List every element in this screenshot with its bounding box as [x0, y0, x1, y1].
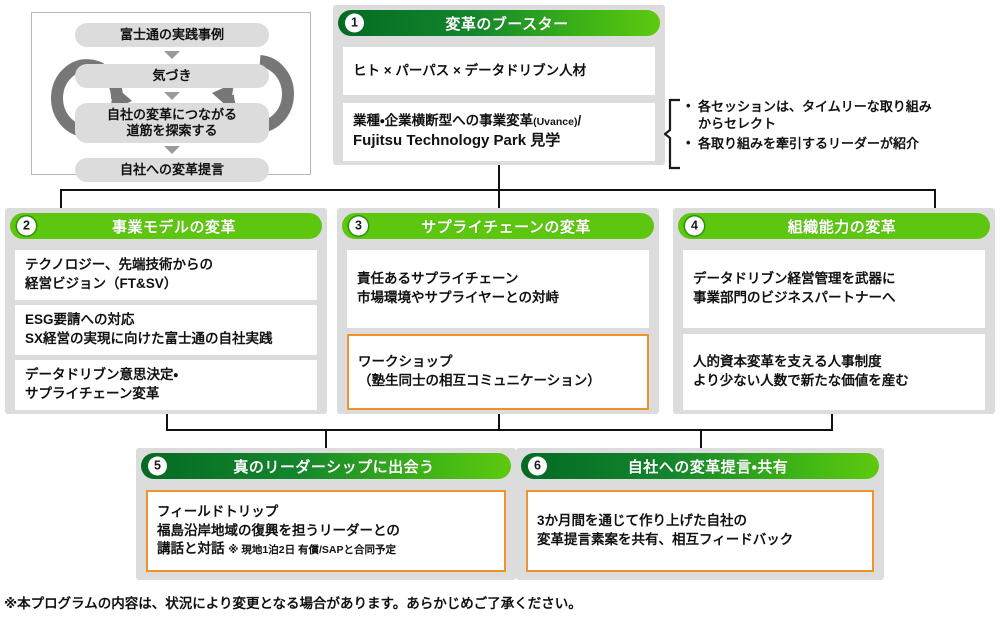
section-1-header: 1 変革のブースター: [338, 10, 660, 36]
cycle-step-2-label: 気づき: [152, 67, 192, 83]
section-3-card-1: 責任あるサプライチェーン 市場環境やサプライヤーとの対峙: [347, 250, 649, 328]
section-5-panel: 5 真のリーダーシップに出会う フィールドトリップ 福島沿岸地域の復興を担うリー…: [136, 448, 516, 580]
callout-bullet-1: 各セッションは、タイムリーな取り組み からセレクト: [686, 97, 996, 133]
connector-drop-to-section-3: [498, 189, 500, 210]
section-5-number-badge: 5: [148, 456, 167, 476]
section-4-card-2-line-2: より少ない人数で新たな価値を産む: [693, 373, 909, 388]
section-1-card-2-tail: /: [577, 113, 582, 129]
callout-bullet-1-line-1: 各セッションは、タイムリーな取り組み: [698, 99, 932, 114]
section-5-card-1-line-3-note: ※ 現地1泊2日 有償/SAPと合同予定: [228, 544, 396, 557]
section-4-panel: 4 組織能力の変革 データドリブン経営管理を武器に 事業部門のビジネスパートナー…: [673, 208, 995, 414]
cycle-step-3-label-line2: 道筋を探索する: [126, 123, 218, 138]
cycle-step-2: 気づき: [75, 64, 269, 88]
section-1-card-2: 業種・企業横断型への事業変革(Uvance)/ Fujitsu Technolo…: [343, 103, 655, 161]
section-4-card-1-line-2: 事業部門のビジネスパートナーへ: [693, 290, 896, 305]
connector-stem-from-section-4: [831, 414, 833, 430]
section-6-title: 自社への変革提言・共有: [627, 458, 789, 476]
section-4-number-badge: 4: [685, 216, 704, 236]
section-5-card-1-line-2: 福島沿岸地域の復興を担うリーダーとの: [157, 522, 400, 538]
section-2-number-badge: 2: [17, 216, 36, 236]
section-2-card-1-line-2: 経営ビジョン（FT&SV）: [25, 276, 178, 291]
cycle-arrow-head-right: [212, 83, 234, 109]
section-2-card-3-line-1: データドリブン意思決定・: [25, 367, 179, 383]
cycle-arrow-down-2: [164, 92, 180, 100]
section-3-title: サプライチェーンの変革: [421, 218, 591, 236]
section-2-card-1-line-1: テクノロジー、先端技術からの: [25, 257, 214, 273]
footer-note: ※本プログラムの内容は、状況により変更となる場合があります。あらかじめご了承くだ…: [4, 596, 582, 611]
section-1-card-1-line-1: ヒト × パーパス × データドリブン人材: [353, 62, 587, 78]
section-5-card-1: フィールドトリップ 福島沿岸地域の復興を担うリーダーとの 講話と対話 ※ 現地1…: [146, 490, 506, 572]
callout-bullet-list: 各セッションは、タイムリーな取り組み からセレクト 各取り組みを牽引するリーダー…: [686, 97, 996, 154]
section-3-card-2-line-1: ワークショップ: [358, 354, 453, 370]
callout-bullet-2-line-1: 各取り組みを牽引するリーダーが紹介: [698, 135, 920, 151]
section-1-card-2-line-2: Fujitsu Technology Park 見学: [353, 131, 561, 149]
section-4-card-2-line-1: 人的資本変革を支える人事制度: [693, 354, 882, 370]
section-1-card-2-main: 業種・企業横断型への事業変革: [353, 113, 534, 129]
connector-drop-to-section-4: [934, 189, 936, 210]
section-5-card-1-line-3: 講話と対話 ※ 現地1泊2日 有償/SAPと合同予定: [157, 540, 495, 559]
cycle-step-4: 自社への変革提言: [75, 158, 269, 182]
section-3-card-1-line-1: 責任あるサプライチェーン: [357, 271, 519, 287]
section-4-card-1-line-1: データドリブン経営管理を武器に: [693, 271, 896, 287]
section-1-card-1: ヒト × パーパス × データドリブン人材: [343, 47, 655, 95]
section-6-card-1: 3か月間を通じて作り上げた自社の 変革提言素案を共有、相互フィードバック: [526, 490, 874, 572]
section-2-card-2-line-2: SX経営の実現に向けた富士通の自社実践: [25, 331, 273, 346]
section-1-card-2-line-1: 業種・企業横断型への事業変革(Uvance)/: [353, 112, 645, 131]
cycle-step-4-label: 自社への変革提言: [119, 161, 224, 177]
cycle-step-3: 自社の変革につながる 道筋を探索する: [75, 103, 269, 143]
connector-drop-to-section-2: [60, 189, 62, 210]
section-3-number-badge: 3: [349, 216, 368, 236]
section-6-header: 6 自社への変革提言・共有: [521, 453, 879, 479]
section-4-title: 組織能力の変革: [787, 218, 897, 236]
section-3-card-1-line-2: 市場環境やサプライヤーとの対峙: [357, 290, 559, 305]
brace-icon: [664, 98, 680, 170]
section-6-number-badge: 6: [528, 456, 547, 476]
cycle-arrow-down-1: [164, 51, 180, 59]
section-3-panel: 3 サプライチェーンの変革 責任あるサプライチェーン 市場環境やサプライヤーとの…: [337, 208, 659, 414]
section-6-card-1-line-1: 3か月間を通じて作り上げた自社の: [537, 513, 748, 529]
section-4-card-2: 人的資本変革を支える人事制度 より少ない人数で新たな価値を産む: [683, 334, 985, 410]
connector-stem-from-section-1: [498, 165, 500, 190]
section-2-card-1: テクノロジー、先端技術からの 経営ビジョン（FT&SV）: [15, 250, 317, 300]
section-1-card-2-sup: (Uvance): [533, 116, 578, 129]
connector-bus-bottom: [166, 429, 833, 431]
section-1-title: 変革のブースター: [445, 15, 569, 33]
cycle-arrow-down-3: [164, 146, 180, 154]
section-2-card-2-line-1: ESG要請への対応: [25, 312, 135, 328]
section-6-card-1-line-2: 変革提言素案を共有、相互フィードバック: [537, 532, 794, 547]
section-4-header: 4 組織能力の変革: [678, 213, 990, 239]
connector-stem-from-section-2: [166, 414, 168, 430]
callout-bullet-1-line-2: からセレクト: [698, 116, 777, 132]
cycle-step-1: 富士通の実践事例: [75, 23, 269, 47]
section-5-card-1-line-1: フィールドトリップ: [157, 504, 279, 520]
section-5-header: 5 真のリーダーシップに出会う: [141, 453, 511, 479]
section-2-panel: 2 事業モデルの変革 テクノロジー、先端技術からの 経営ビジョン（FT&SV） …: [5, 208, 327, 414]
section-6-panel: 6 自社への変革提言・共有 3か月間を通じて作り上げた自社の 変革提言素案を共有…: [516, 448, 884, 580]
connector-drop-to-section-5: [325, 429, 327, 450]
section-3-header: 3 サプライチェーンの変革: [342, 213, 654, 239]
section-1-number-badge: 1: [345, 13, 364, 33]
callout-bullet-2: 各取り組みを牽引するリーダーが紹介: [686, 134, 996, 152]
section-3-card-2: ワークショップ （塾生同士の相互コミュニケーション）: [347, 334, 649, 410]
section-2-card-2: ESG要請への対応 SX経営の実現に向けた富士通の自社実践: [15, 305, 317, 355]
section-2-header: 2 事業モデルの変革: [10, 213, 322, 239]
callout-group: 各セッションは、タイムリーな取り組み からセレクト 各取り組みを牽引するリーダー…: [664, 97, 996, 170]
section-1-panel: 1 変革のブースター ヒト × パーパス × データドリブン人材 業種・企業横断…: [333, 5, 665, 165]
section-2-card-3-line-2: サプライチェーン変革: [25, 386, 160, 401]
cycle-step-3-label-line1: 自社の変革につながる: [106, 106, 237, 122]
section-4-card-1: データドリブン経営管理を武器に 事業部門のビジネスパートナーへ: [683, 250, 985, 328]
section-3-card-2-line-2: （塾生同士の相互コミュニケーション）: [358, 373, 601, 388]
section-5-card-1-line-3-main: 講話と対話: [157, 541, 225, 557]
connector-stem-from-section-3: [498, 414, 500, 430]
section-2-card-3: データドリブン意思決定・ サプライチェーン変革: [15, 360, 317, 410]
connector-drop-to-section-6: [700, 429, 702, 450]
section-5-title: 真のリーダーシップに出会う: [233, 458, 435, 476]
cycle-diagram: 富士通の実践事例 気づき 自社の変革につながる 道筋を探索する 自社への変革提言: [31, 12, 311, 182]
cycle-step-1-label: 富士通の実践事例: [119, 26, 224, 42]
section-2-title: 事業モデルの変革: [111, 218, 236, 236]
